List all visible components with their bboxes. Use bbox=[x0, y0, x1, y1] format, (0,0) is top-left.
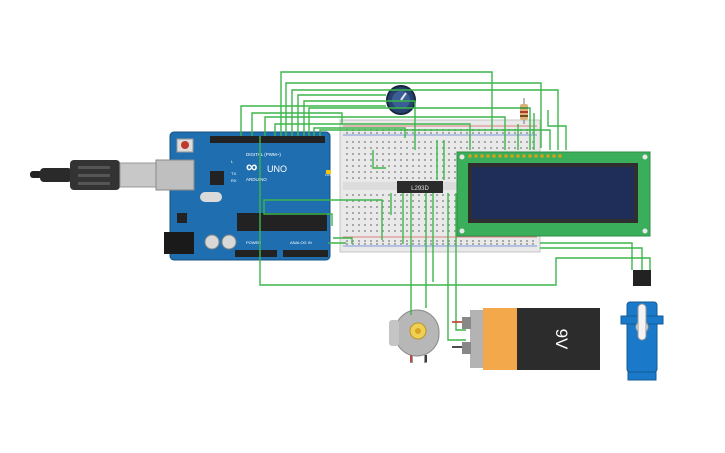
dc-motor-icon bbox=[389, 309, 440, 363]
wire-6 bbox=[308, 107, 531, 150]
rx-label: RX bbox=[231, 178, 237, 183]
wire-31 bbox=[540, 247, 643, 270]
wire-1 bbox=[280, 71, 493, 136]
wire-16 bbox=[259, 136, 651, 286]
wire-18 bbox=[333, 237, 353, 244]
arduino-logo-icon: ∞ bbox=[246, 159, 257, 176]
wire-17 bbox=[263, 199, 383, 240]
wire-30 bbox=[540, 242, 633, 270]
on-label: ON bbox=[325, 172, 331, 177]
power-label: POWER bbox=[246, 240, 261, 245]
ic-label: L293D bbox=[411, 186, 429, 192]
wire-8 bbox=[251, 112, 343, 136]
wire-10 bbox=[274, 123, 471, 150]
l-label: L bbox=[231, 159, 234, 164]
wire-4 bbox=[297, 94, 386, 136]
lcd-display bbox=[456, 151, 651, 237]
potentiometer-icon bbox=[386, 85, 416, 115]
wire-12 bbox=[319, 129, 551, 150]
analog-label: ANALOG IN bbox=[290, 240, 312, 245]
wire-7 bbox=[240, 105, 386, 136]
motor-leads bbox=[410, 321, 462, 362]
usb-cable-icon bbox=[30, 160, 157, 190]
arduino-brand: ARDUINO bbox=[246, 177, 267, 182]
wire-27 bbox=[455, 193, 466, 331]
arduino-model: UNO bbox=[267, 164, 287, 174]
battery-label: 9V bbox=[552, 329, 571, 350]
l293d-chip: L293D bbox=[397, 181, 443, 193]
wire-11 bbox=[313, 127, 406, 138]
digital-label: DIGITAL (PWM~) bbox=[246, 152, 281, 157]
wires bbox=[240, 71, 651, 341]
wire-2 bbox=[285, 82, 542, 148]
tx-label: TX bbox=[231, 171, 236, 176]
wire-29 bbox=[372, 150, 386, 169]
wire-9 bbox=[264, 116, 506, 150]
wire-26 bbox=[447, 193, 466, 341]
wire-5 bbox=[303, 100, 416, 150]
servo-icon bbox=[620, 270, 664, 381]
arduino-uno-board: ∞ UNO ARDUINO DIGITAL (PWM~) POWER ANALO… bbox=[155, 131, 331, 261]
battery-icon: 9V bbox=[462, 308, 600, 370]
wire-15 bbox=[547, 110, 567, 150]
